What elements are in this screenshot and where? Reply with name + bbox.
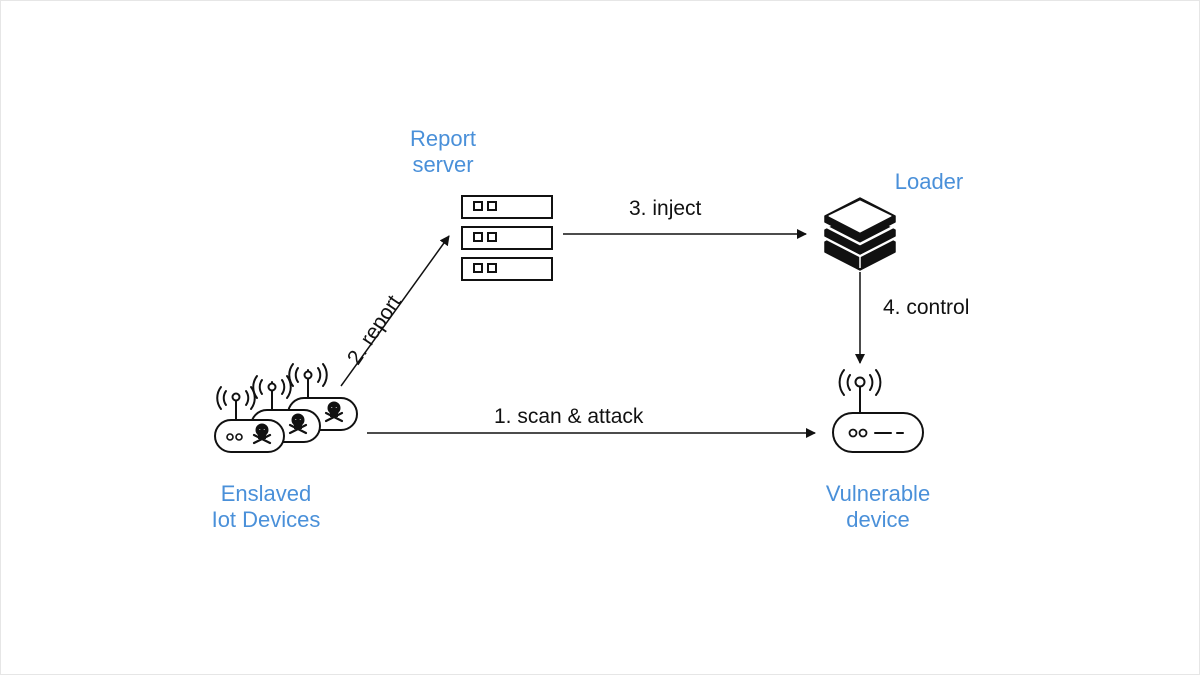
enslaved-devices-label: Enslaved Iot Devices	[191, 481, 341, 533]
report-server-label-line2: server	[412, 152, 474, 177]
infected-router-icon	[214, 363, 358, 453]
step-inject-label: 3. inject	[629, 197, 702, 220]
step-scan-attack-label: 1. scan & attack	[494, 405, 644, 428]
enslaved-devices-label-line1: Enslaved	[220, 481, 312, 506]
server-rack-icon	[461, 195, 553, 281]
loader-label: Loader	[869, 169, 989, 195]
vulnerable-device-label-line1: Vulnerable	[825, 481, 931, 506]
step-control-label: 4. control	[883, 296, 970, 319]
vulnerable-device-label: Vulnerable device	[803, 481, 953, 533]
arrow-report	[340, 235, 450, 387]
report-server-label-line1: Report	[409, 126, 477, 151]
enslaved-devices-label-line2: Iot Devices	[211, 507, 321, 532]
vulnerable-device-label-line2: device	[846, 507, 910, 532]
loader-label-line1: Loader	[894, 169, 964, 194]
router-icon	[832, 369, 924, 453]
stacked-layers-icon	[824, 197, 896, 271]
report-server-label: Report server	[383, 126, 503, 178]
